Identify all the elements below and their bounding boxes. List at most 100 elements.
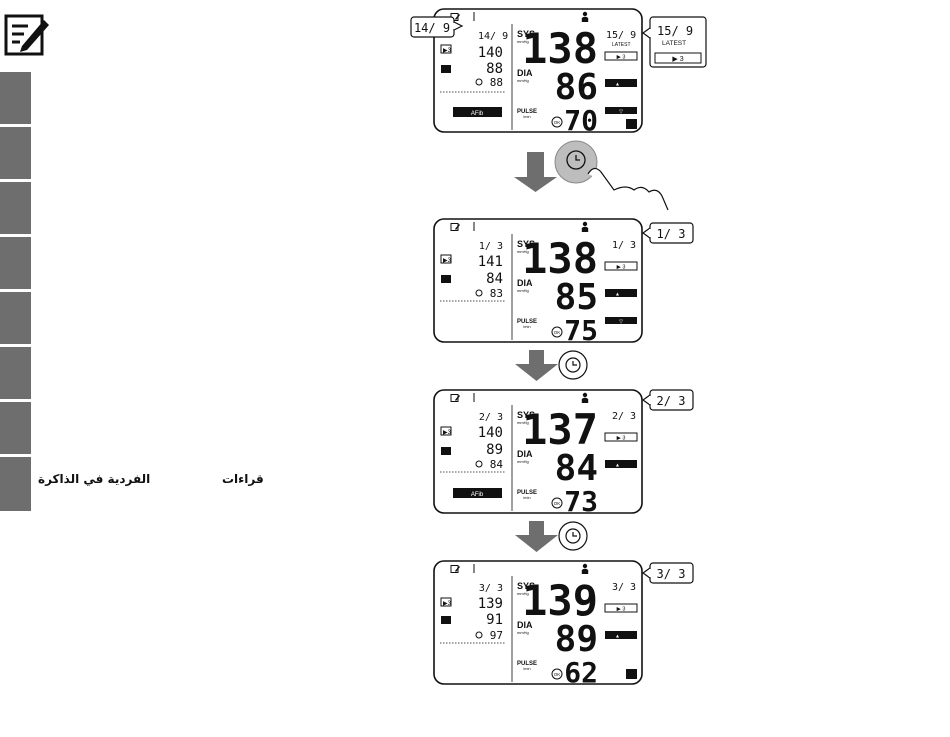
chapter-tab-4	[0, 237, 31, 289]
callout-memory-3: 2/ 3	[641, 389, 694, 411]
callout-latest-memory: 15/ 9 LATEST ▶ 3	[641, 16, 707, 68]
svg-text:▶3: ▶3	[443, 258, 452, 264]
svg-text:▲: ▲	[615, 292, 620, 298]
lcd-screen-3: 2/ 3 ▶3 140 89 84 AFib SYS mmHg DIA mmHg…	[433, 389, 643, 518]
svg-text:75: 75	[564, 314, 598, 347]
chapter-tab-2	[0, 127, 31, 179]
svg-text:mmHg: mmHg	[517, 459, 529, 464]
svg-text:3/ 3: 3/ 3	[479, 583, 503, 594]
svg-text:OK: OK	[554, 672, 561, 677]
svg-text:91: 91	[486, 612, 503, 628]
svg-text:PULSE: PULSE	[517, 109, 537, 115]
svg-text:140: 140	[478, 425, 503, 441]
svg-text:141: 141	[478, 254, 503, 270]
lcd-screen-1: 14/ 9 ▶3 140 88 88 AFib SYS mmHg DIA mmH…	[433, 8, 643, 137]
svg-text:SYS: SYS	[517, 29, 535, 39]
chapter-tab-3	[0, 182, 31, 234]
latest-label: LATEST	[612, 42, 631, 48]
svg-text:▶ 3: ▶ 3	[617, 265, 626, 271]
svg-text:DIA: DIA	[517, 620, 533, 630]
big-sys: 138	[522, 24, 598, 73]
svg-text:1/ 3: 1/ 3	[612, 240, 636, 251]
svg-text:2/ 3: 2/ 3	[657, 394, 686, 408]
svg-text:LATEST: LATEST	[662, 40, 686, 47]
svg-text:3/ 3: 3/ 3	[612, 582, 636, 593]
svg-text:14/ 9: 14/ 9	[414, 21, 450, 35]
svg-text:2/ 3: 2/ 3	[479, 412, 503, 423]
svg-text:mmHg: mmHg	[517, 591, 529, 596]
svg-text:SYS: SYS	[517, 239, 535, 249]
svg-text:83: 83	[490, 287, 503, 300]
svg-text:▶3: ▶3	[443, 48, 452, 54]
section-heading-part2: الفردية في الذاكرة	[38, 472, 151, 486]
memory-button-pressed	[554, 140, 598, 184]
svg-text:73: 73	[564, 485, 598, 518]
svg-text:62: 62	[564, 656, 598, 689]
lcd-screen-4: 3/ 3 ▶3 139 91 97 SYS mmHg DIA mmHg PULS…	[433, 560, 643, 689]
svg-text:2/ 3: 2/ 3	[612, 411, 636, 422]
prev-sys: 140	[478, 45, 503, 61]
prev-avg: 88	[490, 76, 503, 89]
svg-text:15/ 9: 15/ 9	[657, 24, 693, 38]
svg-text:DIA: DIA	[517, 449, 533, 459]
svg-text:/min: /min	[523, 324, 531, 329]
svg-text:SYS: SYS	[517, 410, 535, 420]
svg-text:mmHg: mmHg	[517, 288, 529, 293]
svg-text:97: 97	[490, 629, 503, 642]
callout-current-memory: 14/ 9	[410, 16, 464, 38]
svg-text:DIA: DIA	[517, 68, 533, 78]
latest-index: 15/ 9	[606, 30, 636, 41]
section-heading-part1: قراءات	[222, 472, 264, 486]
chapter-tab-5	[0, 292, 31, 344]
svg-text:AFib: AFib	[471, 492, 484, 498]
svg-text:OK: OK	[554, 330, 561, 335]
svg-text:139: 139	[478, 596, 503, 612]
svg-text:▲: ▲	[615, 634, 620, 640]
user-icon	[581, 11, 589, 22]
chapter-tab-8	[0, 457, 31, 511]
svg-text:PULSE: PULSE	[517, 661, 537, 667]
svg-text:▶3: ▶3	[443, 430, 452, 436]
chapter-tab-1	[0, 72, 31, 124]
svg-text:139: 139	[522, 576, 598, 625]
svg-text:mmHg: mmHg	[517, 249, 529, 254]
svg-text:/min: /min	[523, 495, 531, 500]
svg-text:▲: ▲	[615, 82, 620, 88]
svg-text:SYS: SYS	[517, 581, 535, 591]
svg-text:138: 138	[522, 234, 598, 283]
svg-text:84: 84	[486, 271, 503, 287]
big-pulse: 70	[564, 104, 598, 137]
memory-index: 1/ 3	[479, 241, 503, 252]
svg-text:▶ 3: ▶ 3	[617, 55, 626, 61]
finger-icon	[587, 167, 669, 211]
prev-dia: 88	[486, 61, 503, 77]
chapter-tab-6	[0, 347, 31, 399]
svg-text:89: 89	[486, 442, 503, 458]
afib-label: AFib	[471, 111, 484, 117]
svg-text:▶ 3: ▶ 3	[617, 436, 626, 442]
svg-text:PULSE: PULSE	[517, 319, 537, 325]
svg-text:mmHg: mmHg	[517, 78, 529, 83]
svg-text:OK: OK	[554, 501, 561, 506]
memory-index: 14/ 9	[478, 31, 508, 42]
svg-text:OK: OK	[554, 120, 561, 125]
svg-text:▶ 3: ▶ 3	[672, 56, 683, 63]
svg-text:mmHg: mmHg	[517, 420, 529, 425]
svg-text:mmHg: mmHg	[517, 630, 529, 635]
svg-text:▶ 3: ▶ 3	[617, 607, 626, 613]
chapter-tab-7	[0, 402, 31, 454]
big-dia: 86	[555, 67, 598, 108]
step-arrow-1	[514, 152, 557, 192]
svg-text:84: 84	[490, 458, 504, 471]
svg-text:84: 84	[555, 448, 598, 489]
svg-text:▽: ▽	[619, 319, 623, 325]
clock-button-icon-2	[558, 350, 588, 380]
svg-text:/min: /min	[523, 114, 531, 119]
svg-text:▲: ▲	[615, 463, 620, 469]
callout-memory-2: 1/ 3	[641, 222, 694, 244]
svg-text:85: 85	[555, 277, 598, 318]
step-arrow-3	[515, 521, 558, 552]
lcd-screen-2: 1/ 3 ▶3 141 84 83 SYS mmHg DIA mmHg PULS…	[433, 218, 643, 347]
svg-text:DIA: DIA	[517, 278, 533, 288]
